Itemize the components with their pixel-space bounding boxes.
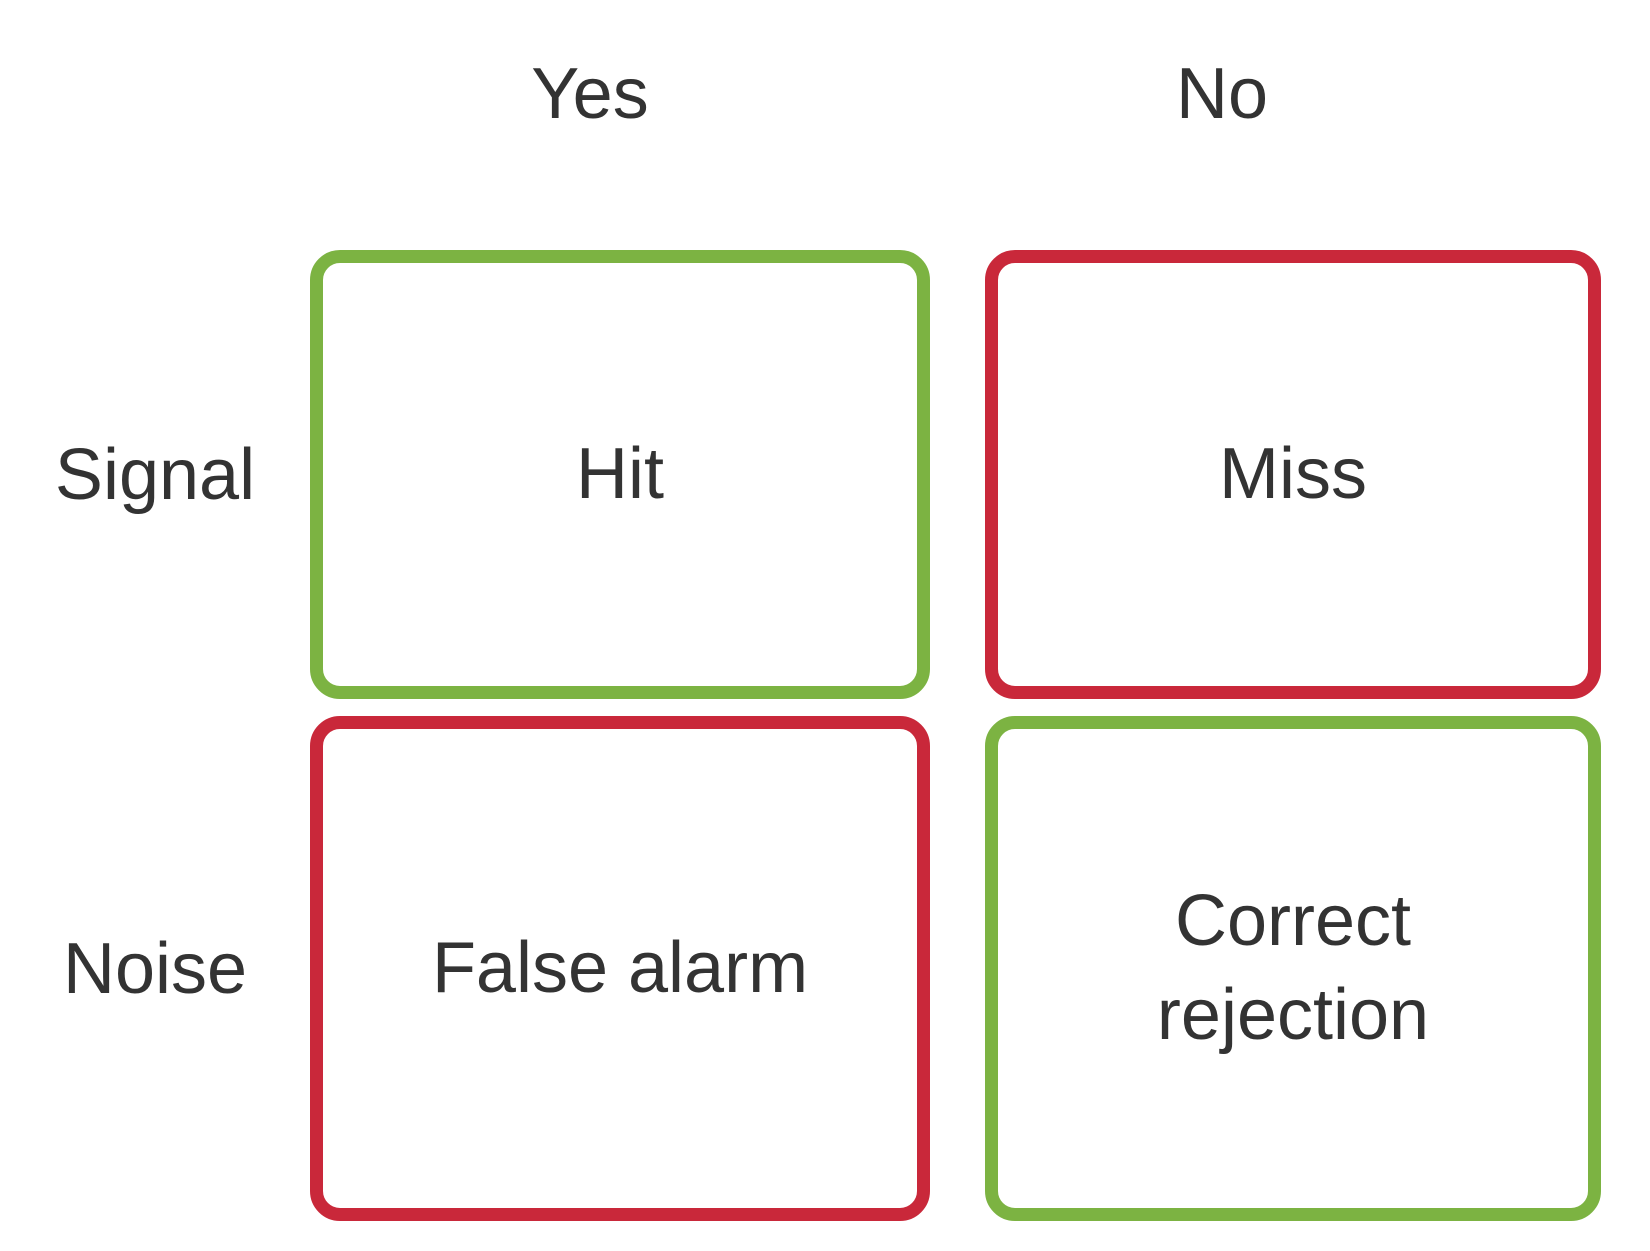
column-header-yes: Yes xyxy=(531,54,649,134)
row-header-signal: Signal xyxy=(54,434,256,515)
cell-miss-label: Miss xyxy=(1219,433,1367,514)
cell-miss: Miss xyxy=(985,250,1601,699)
cell-hit-label: Hit xyxy=(576,433,664,514)
cell-correct-rejection-label: Correct rejection xyxy=(1156,880,1430,1055)
cell-correct-rejection: Correct rejection xyxy=(985,716,1601,1221)
cell-hit: Hit xyxy=(310,250,930,699)
cell-false-alarm: False alarm xyxy=(310,716,930,1221)
cell-false-alarm-label: False alarm xyxy=(431,927,809,1008)
column-header-no: No xyxy=(1175,54,1269,134)
row-header-noise: Noise xyxy=(62,928,248,1009)
